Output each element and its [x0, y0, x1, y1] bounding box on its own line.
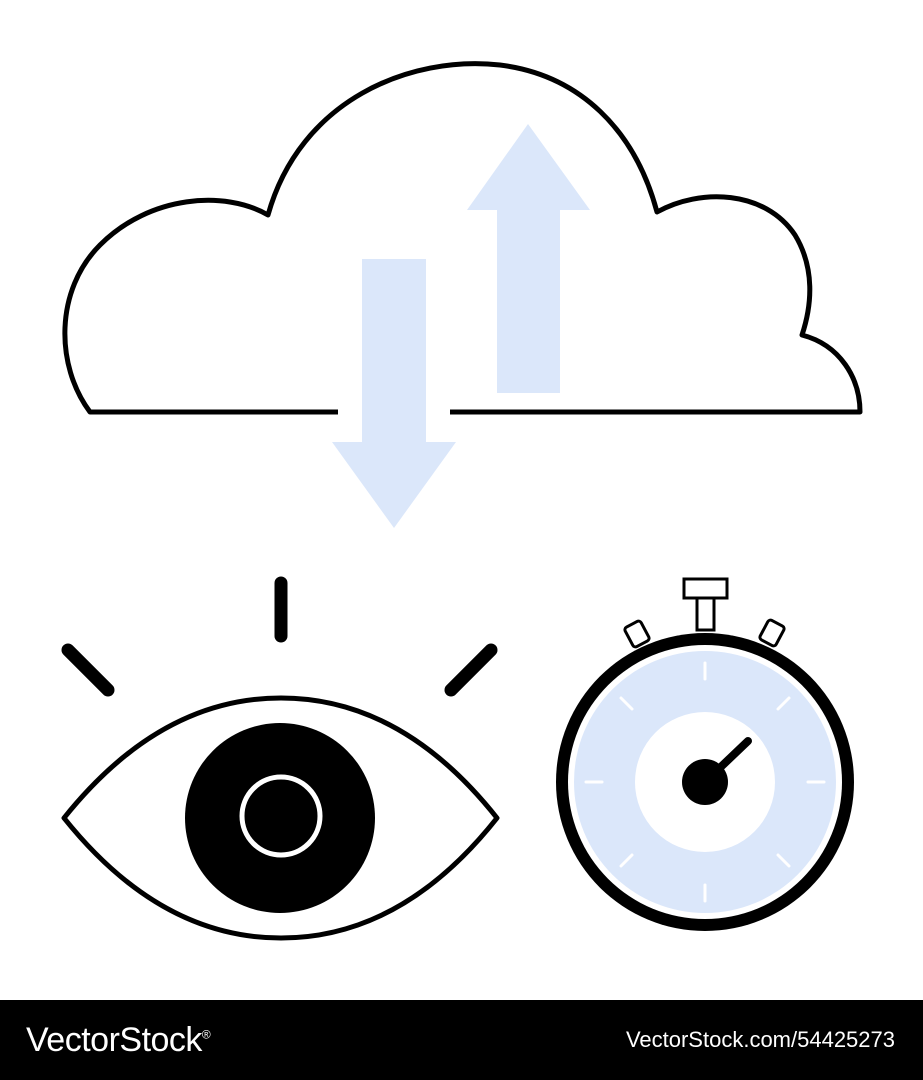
trademark-mark: ®: [201, 1027, 211, 1042]
brand-logo: VectorStock®: [26, 1020, 211, 1060]
brand-name: VectorStock: [26, 1020, 202, 1059]
eye-ray-right: [444, 643, 498, 697]
upload-arrow-icon: [467, 124, 590, 393]
stopwatch-crown: [682, 577, 729, 600]
eye-ray-left: [61, 643, 115, 697]
stopwatch-right-button: [758, 618, 786, 648]
image-id: VectorStock.com/54425273: [625, 1027, 895, 1052]
watermark-bar: VectorStock® VectorStock.com/54425273: [0, 1000, 923, 1080]
stopwatch-ticks: [584, 661, 826, 903]
stopwatch-stem: [695, 596, 716, 632]
download-arrow-icon: [332, 259, 456, 528]
stopwatch-icon: [556, 577, 854, 931]
eye-outline: [61, 695, 500, 941]
stopwatch-hub: [682, 759, 728, 805]
eye-icon: [61, 576, 500, 941]
eye-pupil-ring: [239, 774, 323, 858]
illustration: [61, 61, 863, 941]
stopwatch-left-button: [623, 619, 651, 649]
cloud-icon: [62, 61, 863, 415]
